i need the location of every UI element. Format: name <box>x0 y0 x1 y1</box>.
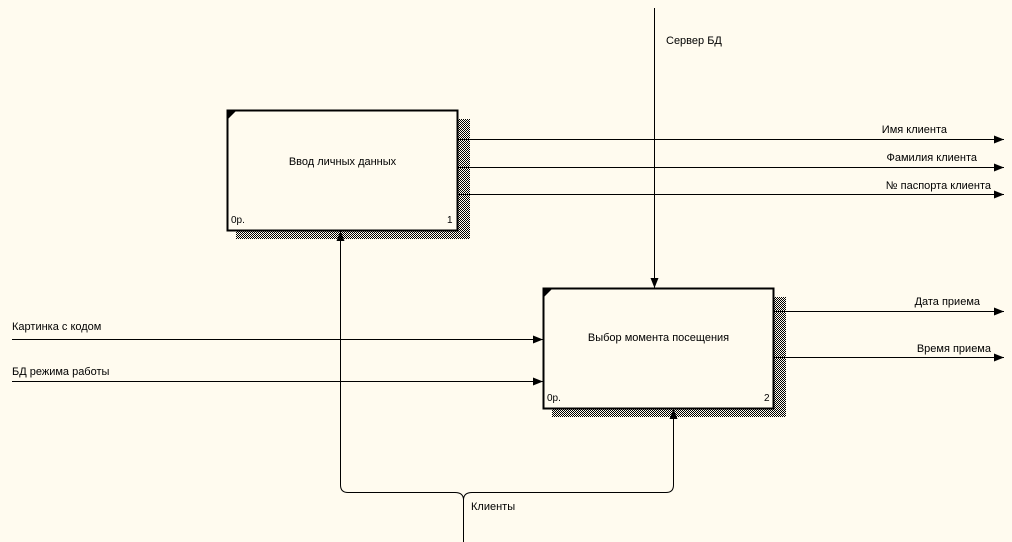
box-1-number: 1 <box>447 215 453 226</box>
arrow-clients-to-box-2 <box>463 409 678 501</box>
label-appointment-time: Время приема <box>916 343 991 355</box>
box-1-title: Ввод личных данных <box>288 156 397 168</box>
box-2-frame[interactable] <box>542 287 775 410</box>
box-2-cost: 0р. <box>547 393 561 404</box>
box-2-title: Выбор момента посещения <box>587 332 730 344</box>
label-captcha-image: Картинка с кодом <box>12 321 102 333</box>
box-2-number: 2 <box>764 393 770 404</box>
arrow-clients-to-box-1 <box>336 231 464 542</box>
box-1-frame[interactable] <box>226 109 459 232</box>
box-1-cost: 0р. <box>231 215 245 226</box>
label-server-db: Сервер БД <box>666 35 722 47</box>
label-appointment-date: Дата приема <box>914 296 980 308</box>
label-client-passport: № паспорта клиента <box>885 180 991 192</box>
box-1-corner-mark <box>228 111 236 119</box>
label-client-name: Имя клиента <box>881 124 947 136</box>
label-work-schedule-db: БД режима работы <box>12 366 110 378</box>
label-clients: Клиенты <box>471 501 516 513</box>
label-client-surname: Фамилия клиента <box>886 152 978 164</box>
box-2-corner-mark <box>544 289 552 297</box>
